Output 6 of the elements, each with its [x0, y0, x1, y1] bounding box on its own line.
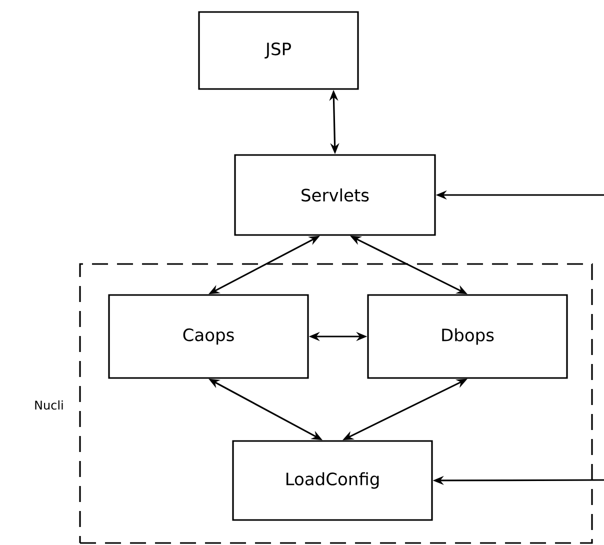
process-box: LoadConfig	[232, 440, 433, 521]
process-box: JSP	[198, 11, 359, 90]
group-label: Nucli	[35, 400, 63, 410]
process-box: Dbops	[367, 294, 568, 379]
process-box: Servlets	[234, 154, 436, 236]
process-box: Caops	[108, 294, 309, 379]
